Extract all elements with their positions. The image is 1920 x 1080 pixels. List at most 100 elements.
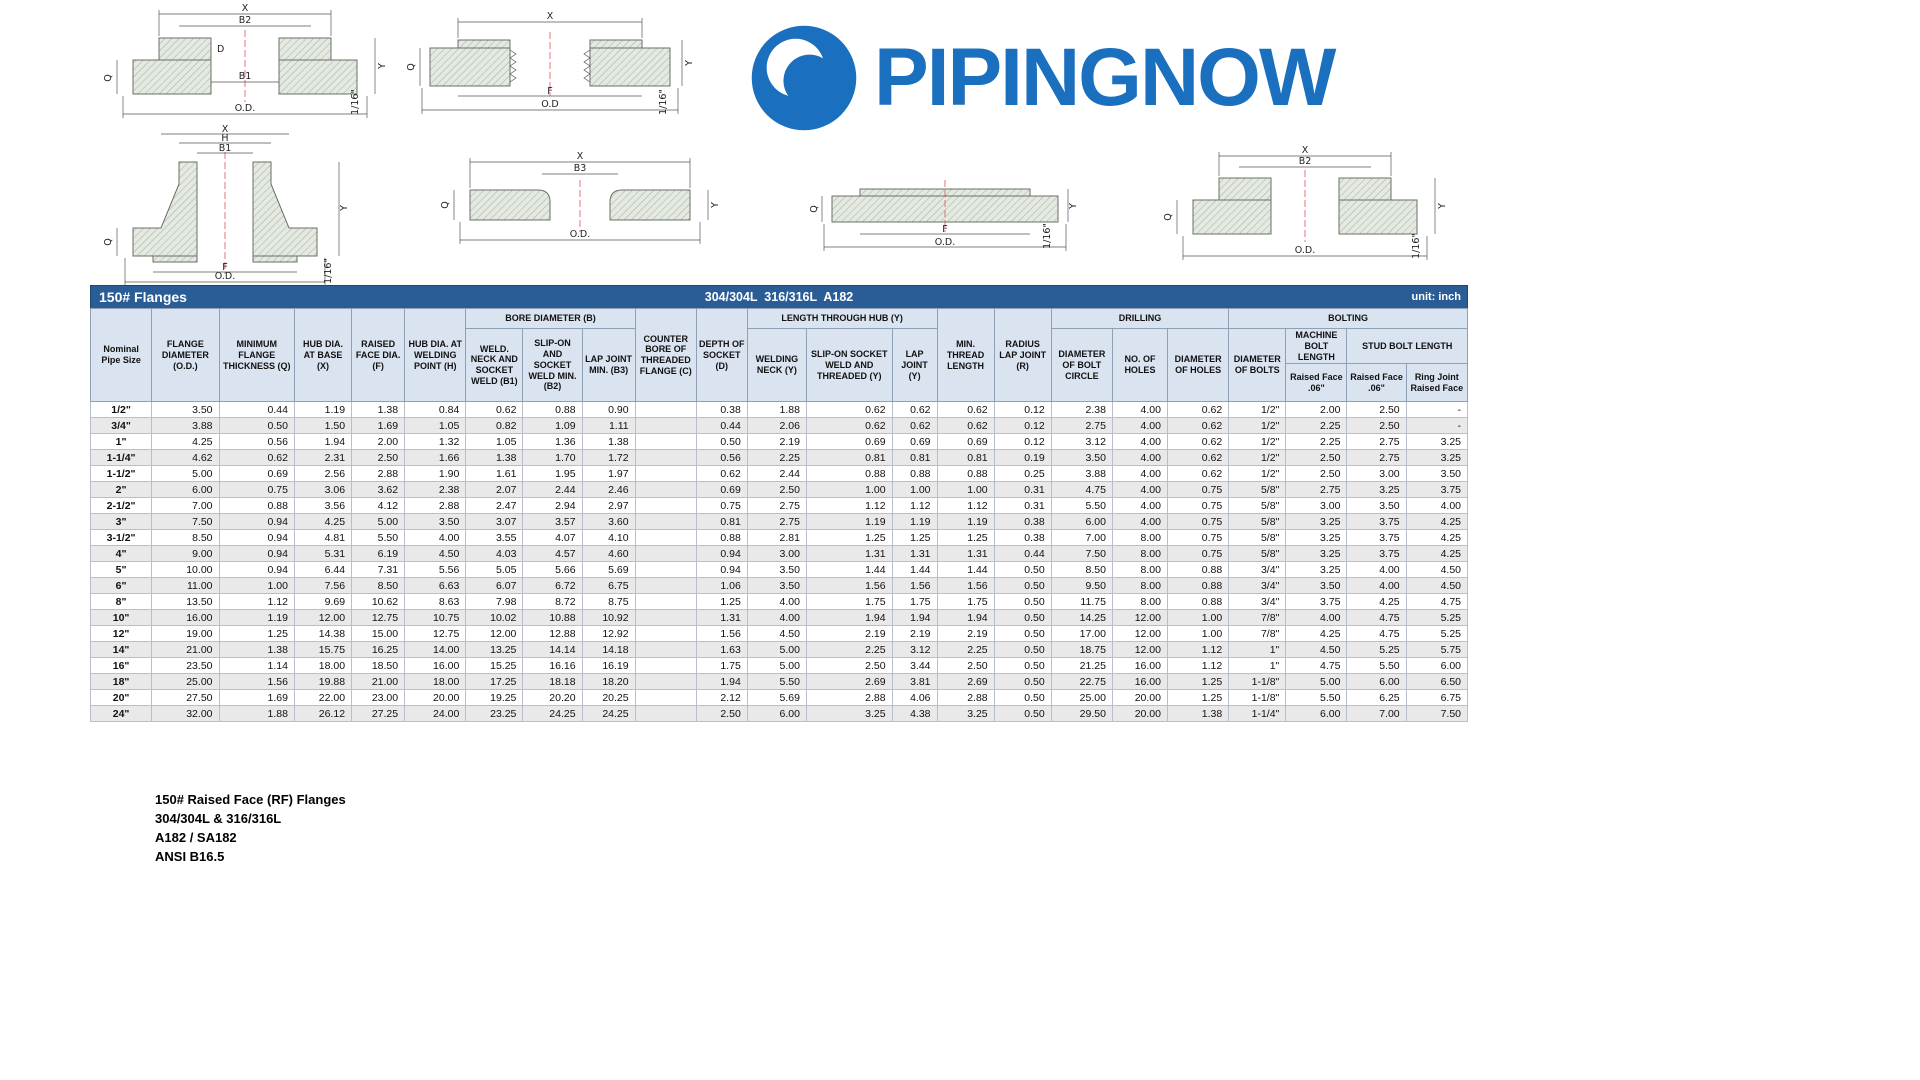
dim-label-f: F (547, 86, 552, 97)
dimension-cell: 22.00 (293, 689, 353, 707)
pipe-size-cell: 1-1/2" (89, 465, 153, 483)
dimension-cell: 4.00 (1111, 433, 1168, 451)
dimension-cell: 0.94 (218, 529, 295, 547)
dimension-cell: 4.10 (581, 529, 636, 547)
header-dia-bolts: DIAMETER OF BOLTS (1228, 327, 1287, 403)
dimension-cell: 0.94 (218, 561, 295, 579)
dimension-cell: 18.00 (293, 657, 353, 675)
dimension-cell: 2.69 (936, 673, 995, 691)
dimension-cell: 3.50 (1050, 449, 1113, 467)
dimension-cell: 3.75 (1346, 513, 1407, 531)
dim-label-y: Y (377, 63, 388, 70)
dimension-cell: 0.50 (993, 609, 1052, 627)
dimension-cell: 3.75 (1285, 593, 1348, 611)
dim-label-h: H (221, 133, 228, 144)
dimension-cell: 3.00 (1346, 465, 1407, 483)
dimension-cell: 1.32 (404, 433, 467, 451)
dimension-cell: 2.25 (1285, 433, 1348, 451)
dimension-cell: 4.00 (1111, 497, 1168, 515)
dimension-cell: 0.44 (993, 545, 1052, 563)
dimension-cell: 5/8" (1228, 513, 1287, 531)
dimension-cell: 19.25 (465, 689, 524, 707)
dimension-cell: 12.75 (404, 625, 467, 643)
dim-label-x: X (577, 151, 584, 162)
dimension-cell: 4.00 (1285, 609, 1348, 627)
dimension-cell: 0.88 (1166, 593, 1230, 611)
dimension-cell: 16.00 (1111, 673, 1168, 691)
dimension-cell: 6.72 (522, 577, 583, 595)
dimension-cell: 5.75 (1405, 641, 1469, 659)
dimension-cell: 4.00 (1346, 577, 1407, 595)
dimension-cell: 1.00 (1166, 625, 1230, 643)
dimension-cell: 3/4" (1228, 577, 1287, 595)
dim-label-od: O.D. (1295, 245, 1315, 256)
dimension-cell: 0.69 (891, 433, 938, 451)
dimension-cell: 4.00 (1111, 465, 1168, 483)
dimension-cell: 0.62 (805, 417, 893, 435)
dimension-cell: 4.00 (1346, 561, 1407, 579)
dimension-cell: 4.50 (746, 625, 807, 643)
dimension-cell: 6.25 (1346, 689, 1407, 707)
dimension-cell: 0.75 (1166, 529, 1230, 547)
dimension-cell: 16.00 (404, 657, 467, 675)
dimension-lines (1176, 152, 1436, 260)
dimension-cell: 1.19 (936, 513, 995, 531)
dimension-cell: 18.20 (581, 673, 636, 691)
dimension-cell: 14.38 (293, 625, 353, 643)
dim-label-b1: B1 (219, 143, 232, 154)
dimension-lines (453, 158, 709, 244)
dimension-cell: 4.25 (1405, 545, 1469, 563)
dimension-cell: 1" (1228, 657, 1287, 675)
dimension-cell: 7/8" (1228, 609, 1287, 627)
header-stud-ring-joint: Ring Joint Raised Face (1405, 363, 1469, 403)
dimension-cell: 7.98 (465, 593, 524, 611)
dimension-cell: 6.00 (151, 481, 220, 499)
lap-joint-flange-drawing: X B3 Q Y O.D. (440, 151, 721, 244)
dimension-cell: 0.62 (805, 401, 893, 419)
dimension-cell: 3.44 (891, 657, 938, 675)
dimension-cell: 2.00 (351, 433, 406, 451)
dimension-cell: 16.00 (1111, 657, 1168, 675)
dimension-cell: 2.88 (936, 689, 995, 707)
dimension-cell: 0.75 (1166, 545, 1230, 563)
dimension-cell: 0.84 (404, 401, 467, 419)
table-title-bar: 150# Flanges 304/304L 316/316L A182 unit… (90, 285, 1468, 308)
dimension-cell (634, 481, 697, 499)
dimension-cell: 1.44 (891, 561, 938, 579)
dimension-cell: 15.75 (293, 641, 353, 659)
dimension-cell: 29.50 (1050, 705, 1113, 723)
dimension-cell: 3.25 (1285, 513, 1348, 531)
slip-on-flange-drawing: X B2 D Q B1 Y 1/16" O.D. (103, 3, 388, 118)
dim-label-sixteenth: 1/16" (658, 89, 669, 115)
dimension-cell: 13.25 (465, 641, 524, 659)
dimension-cell: 24.25 (522, 705, 583, 723)
dimension-cell: 4.00 (746, 609, 807, 627)
pipe-size-cell: 3-1/2" (89, 529, 153, 547)
dimension-cell: 0.69 (936, 433, 995, 451)
dimension-cell: 6.07 (465, 577, 524, 595)
table-title: 150# Flanges (99, 289, 187, 305)
pipe-size-cell: 18" (89, 673, 153, 691)
dimension-cell: 0.94 (218, 513, 295, 531)
dimension-cell: 0.62 (891, 401, 938, 419)
dimension-cell: 3.50 (1346, 497, 1407, 515)
dimension-cell: 2.46 (581, 481, 636, 499)
header-machine-raised-face: Raised Face .06" (1285, 363, 1348, 403)
dim-label-sixteenth: 1/16" (1411, 233, 1422, 259)
dim-label-b2: B2 (1299, 156, 1312, 167)
dimension-cell: 2.38 (404, 481, 467, 499)
flange-dimensions-table: Nominal Pipe Size FLANGE DIAMETER (O.D.)… (89, 307, 1469, 723)
dimension-cell: 0.62 (695, 465, 748, 483)
dim-label-sixteenth: 1/16" (323, 258, 334, 284)
dimension-cell: 14.14 (522, 641, 583, 659)
dimension-cell: 7.56 (293, 577, 353, 595)
dimension-cell: 1.12 (805, 497, 893, 515)
dimension-cell: 2.81 (746, 529, 807, 547)
dimension-cell (634, 401, 697, 419)
dimension-cell: 5.50 (1285, 689, 1348, 707)
dimension-cell: 0.50 (993, 705, 1052, 723)
dimension-cell: 1.56 (936, 577, 995, 595)
dim-label-y: Y (710, 202, 721, 209)
